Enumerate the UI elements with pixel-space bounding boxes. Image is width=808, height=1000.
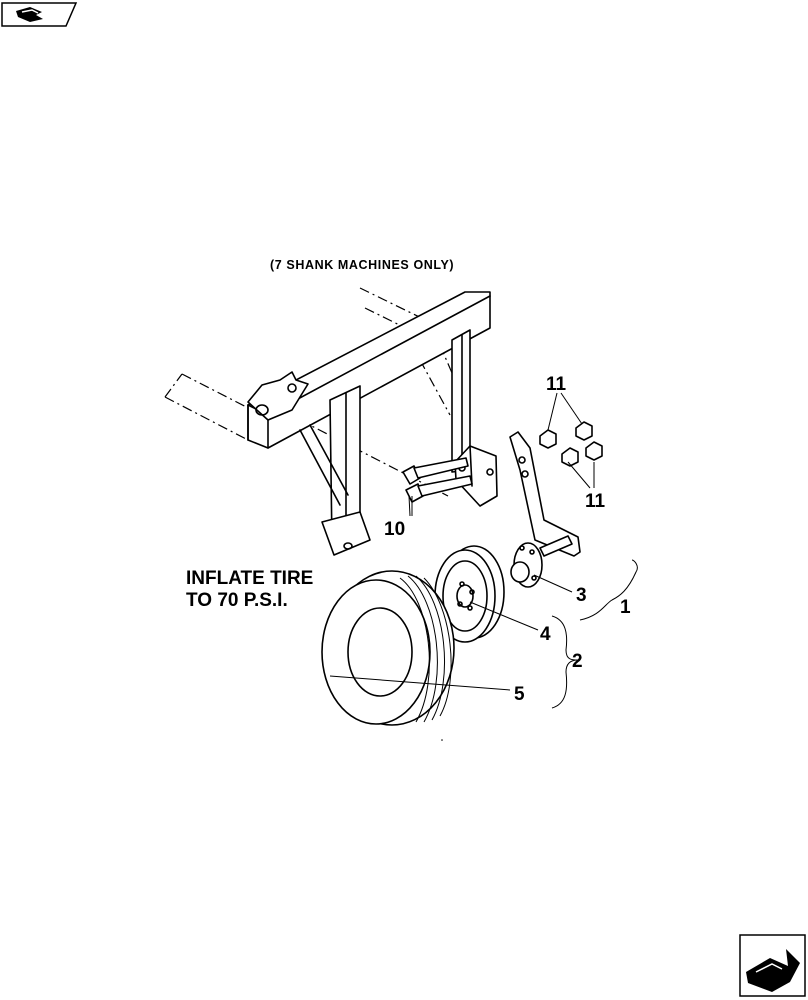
tire: [321, 570, 455, 726]
toolbar-frame: [164, 287, 498, 556]
callout-11-top: 11: [546, 374, 567, 395]
callout-4: 4: [540, 624, 551, 645]
next-page-arrow-icon[interactable]: [739, 934, 806, 997]
callout-5: 5: [514, 684, 525, 705]
callout-2: 2: [572, 651, 583, 672]
leader-lines: [329, 392, 638, 709]
callout-10: 10: [384, 519, 405, 540]
inflate-note-line1: INFLATE TIRE: [186, 568, 313, 589]
spindle-arm: [509, 431, 581, 557]
callout-11-bottom: 11: [585, 491, 606, 512]
callout-3: 3: [576, 585, 587, 606]
shank-note: (7 SHANK MACHINES ONLY): [270, 258, 454, 272]
hub-assembly: [510, 542, 543, 588]
bolts: [402, 457, 473, 503]
inflate-note-line2: TO 70 P.S.I.: [186, 590, 288, 611]
nuts: [539, 421, 603, 467]
previous-page-arrow-icon[interactable]: [1, 2, 78, 27]
callout-1: 1: [620, 597, 631, 618]
